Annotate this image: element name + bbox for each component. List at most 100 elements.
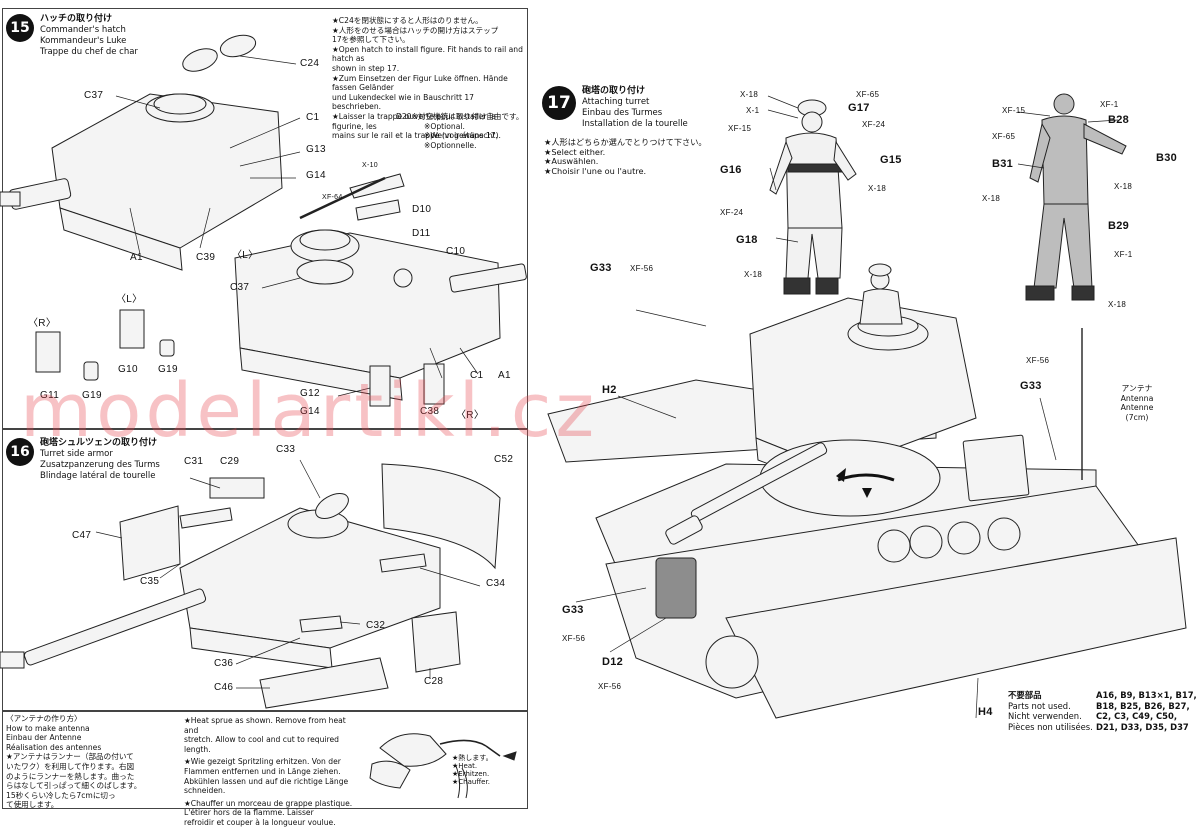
label-xf65-a: XF-65: [856, 90, 880, 99]
antenna-howto-title-de: Einbau der Antenne: [6, 733, 82, 743]
label-l-top: 〈L〉: [232, 250, 259, 261]
instruction-page-left: 15 ハッチの取り付け Commander's hatch Kommandeur…: [0, 8, 528, 827]
unused-parts-line: C2, C3, C49, C50,: [1096, 711, 1178, 721]
label-xf1-a: XF-1: [1100, 100, 1119, 109]
label-l-detail: 〈L〉: [116, 294, 143, 305]
antenna-label-jp: アンテナ: [1121, 384, 1153, 393]
label-x18-b: X-18: [868, 184, 887, 193]
heat-label-en: ★Heat.: [452, 762, 478, 770]
antenna-length: (7cm): [1125, 412, 1149, 422]
select-en: ★Select either.: [544, 146, 606, 157]
unused-de: Nicht verwenden.: [1008, 711, 1082, 721]
label-x18-d: X-18: [1114, 182, 1133, 191]
antenna-howto-panel: [2, 710, 528, 809]
unused-jp: 不要部品: [1008, 690, 1042, 700]
step-15-drawing: [0, 34, 527, 407]
antenna-jp-line: いたワク）を利用して作ります。右図: [6, 761, 135, 771]
label-c46: C46: [214, 682, 234, 693]
step-16-title-jp: 砲塔シュルツェンの取り付け: [40, 438, 158, 448]
label-c34: C34: [486, 578, 506, 589]
unused-parts-line: B18, B25, B26, B27,: [1096, 700, 1190, 711]
note-line: shown in step 17.: [332, 63, 400, 73]
label-xf64: XF-64: [322, 194, 343, 201]
label-r-bottom: 〈R〉: [456, 410, 485, 421]
label-c32: C32: [366, 620, 386, 631]
label-g13: G13: [306, 144, 326, 155]
label-xf1-b: XF-1: [1114, 250, 1133, 259]
antenna-howto-title-jp: 〈アンテナの作り方〉: [6, 714, 82, 723]
label-c39: C39: [196, 252, 216, 263]
label-xf56-d12: XF-56: [598, 682, 622, 691]
step-16-panel: [2, 428, 528, 712]
label-g18: G18: [736, 234, 758, 246]
label-a1-left: A1: [130, 252, 143, 263]
antenna-de-line: Abkühlen lassen und auf die richtige Län…: [184, 776, 349, 786]
note-line: ★Zum Einsetzen der Figur Luke öffnen. Hä…: [332, 73, 508, 93]
antenna-de-line: schneiden.: [184, 786, 226, 796]
label-x18-e: X-18: [982, 194, 1001, 203]
label-c52: C52: [494, 454, 514, 465]
label-c24: C24: [300, 58, 320, 69]
antenna-en-line: length.: [184, 744, 211, 754]
label-c47: C47: [72, 530, 92, 541]
label-g15: G15: [880, 154, 902, 166]
step-17-title-jp: 砲塔の取り付け: [582, 86, 646, 96]
select-de: ★Auswählen.: [544, 156, 599, 167]
label-a1-right: A1: [498, 370, 511, 381]
label-xf24-b: XF-24: [720, 208, 744, 217]
label-g14-bottom: G14: [300, 406, 320, 417]
label-h2: H2: [602, 384, 617, 396]
label-x18-a: X-18: [740, 90, 759, 99]
step-17-drawing: [547, 93, 1187, 719]
label-g33-right: G33: [1020, 380, 1042, 392]
optional-fr: ※Optionnelle.: [424, 140, 477, 150]
note-line: ★Open hatch to install figure. Fit hands…: [332, 44, 523, 64]
step-17-title-de: Einbau des Turmes: [582, 108, 663, 118]
label-c29: C29: [220, 456, 240, 467]
step-17-title: 砲塔の取り付け Attaching turret Einbau des Turm…: [582, 86, 688, 130]
label-xf15-a: XF-15: [728, 124, 752, 133]
label-c38: C38: [420, 406, 440, 417]
label-b30: B30: [1156, 152, 1178, 164]
label-g10: G10: [118, 364, 138, 375]
step-15-notes: ★C24を閉状態にすると人形はのりません。 ★人形をのせる場合はハッチの開け方は…: [332, 16, 524, 141]
instruction-page-right: 17 砲塔の取り付け Attaching turret Einbau des T…: [536, 78, 1200, 733]
label-c28: C28: [424, 676, 444, 687]
heat-label-de: ★Erhitzen.: [452, 770, 490, 778]
label-x18-c: X-18: [744, 270, 763, 279]
antenna-jp-line: のようにランナーを熱します。曲った: [6, 771, 135, 781]
heat-label-jp: ★熱します。: [452, 754, 493, 762]
unused-parts-line: D21, D33, D35, D37: [1096, 721, 1189, 732]
select-jp: ★人形はどちらか選んでとりつけて下さい。: [544, 137, 707, 147]
unused-parts-line: A16, B9, B13×1, B17,: [1096, 690, 1197, 700]
antenna-label-en: Antenna: [1120, 393, 1154, 403]
select-fr: ★Choisir l'une ou l'autre.: [544, 165, 647, 176]
label-d12: D12: [602, 656, 624, 668]
optional-jp: D20※対空機銃は取り付け自由です。: [396, 112, 524, 121]
antenna-jp-line: 15秒くらい冷したら7cmに切っ: [6, 790, 116, 800]
antenna-callout: アンテナ Antenna Antenne (7cm): [1092, 384, 1182, 422]
label-g19-left: G19: [82, 390, 102, 401]
label-g17: G17: [848, 102, 870, 114]
antenna-label-de: Antenne: [1120, 403, 1154, 412]
label-b29: B29: [1108, 220, 1130, 232]
step-17-select-note: ★人形はどちらか選んでとりつけて下さい。 ★Select either. ★Au…: [544, 137, 724, 176]
unused-fr: Pièces non utilisées.: [1008, 721, 1093, 732]
step-17-title-en: Attaching turret: [582, 97, 650, 107]
label-xf56-bottom: XF-56: [562, 634, 586, 643]
optional-aa-gun-note: D20※対空機銃は取り付け自由です。 ※Optional. ※Wenn gewü…: [396, 112, 526, 150]
antenna-howto-title-fr: Réalisation des antennes: [6, 742, 102, 752]
step-16-title-fr: Blindage latéral de tourelle: [40, 471, 156, 481]
step-16-title-en: Turret side armor: [40, 449, 113, 459]
label-c35: C35: [140, 576, 160, 587]
label-xf65-b: XF-65: [992, 132, 1016, 141]
label-c10: C10: [446, 246, 466, 257]
heat-labels: ★熱します。 ★Heat. ★Erhitzen. ★Chauffer.: [452, 754, 526, 786]
antenna-en-line: stretch. Allow to cool and cut to requir…: [184, 735, 340, 745]
label-c31: C31: [184, 456, 204, 467]
label-c37-bottom: C37: [230, 282, 250, 293]
step-15-panel: [2, 8, 528, 430]
unused-parts-block: 不要部品 Parts not used. Nicht verwenden. Pi…: [1008, 690, 1198, 734]
label-g12: G12: [300, 388, 320, 399]
label-g33-top: G33: [590, 262, 612, 274]
